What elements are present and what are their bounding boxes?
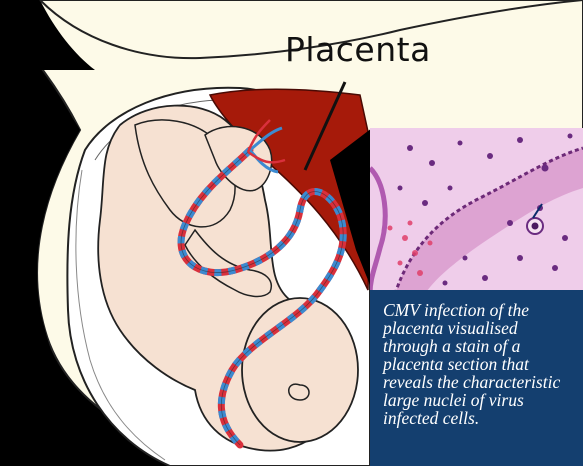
- fetus-head: [242, 298, 358, 442]
- fetus-ear: [289, 384, 309, 400]
- stain-micrograph: [370, 128, 583, 294]
- micrograph-inset: [370, 128, 583, 294]
- placenta-label: Placenta: [285, 30, 431, 69]
- caption-text: CMV infection of the placenta visualised…: [383, 301, 575, 427]
- caption-box: CMV infection of the placenta visualised…: [370, 290, 583, 466]
